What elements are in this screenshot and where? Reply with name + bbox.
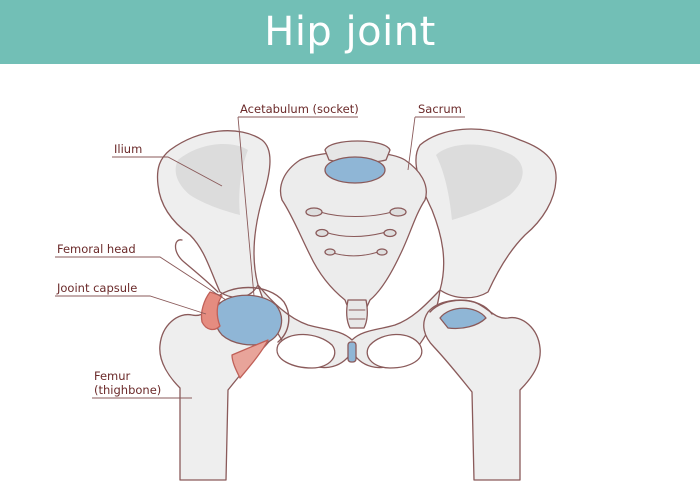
label-ilium: Ilium — [114, 142, 142, 156]
left-acetabulum-rim — [213, 286, 290, 343]
sacral-foramen-l1 — [305, 207, 323, 217]
leader-acetabulum-drop — [237, 116, 255, 297]
sacral-foramen-l2 — [315, 228, 329, 238]
left-joint-capsule — [200, 291, 223, 331]
left-ischium-edge — [174, 239, 219, 293]
sacral-foramen-r1 — [389, 207, 407, 217]
leader-femoral-head — [55, 256, 227, 301]
label-sacrum: Sacrum — [418, 102, 462, 116]
leader-ilium — [112, 156, 223, 187]
left-ilium-wing-inner — [175, 144, 248, 215]
right-femur-shape — [423, 299, 541, 481]
sacrum-shape — [279, 151, 427, 319]
right-acetabulum-rim — [429, 299, 493, 315]
coccyx-shape — [346, 299, 368, 329]
left-femoral-head-cartilage — [213, 294, 283, 346]
label-joint-capsule: Jooint capsule — [56, 281, 137, 295]
leader-sacrum-drop — [407, 116, 416, 171]
page-title: Hip joint — [264, 9, 436, 55]
sacral-foramen-r3 — [376, 248, 388, 256]
label-femur-sub: (thighbone) — [94, 383, 161, 397]
right-obturator-foramen — [366, 333, 423, 369]
right-ilium-wing-inner — [436, 144, 523, 220]
label-acetabulum: Acetabulum (socket) — [240, 102, 359, 116]
leader-joint-capsule — [55, 295, 207, 315]
title-banner: Hip joint — [0, 0, 700, 64]
sacral-foramen-l3 — [324, 248, 336, 256]
left-obturator-foramen — [276, 333, 336, 369]
sacrum-ridge-1 — [319, 211, 393, 217]
label-femur: Femur — [94, 369, 131, 383]
pubic-symphysis — [347, 341, 357, 363]
label-femoral-head: Femoral head — [57, 242, 136, 256]
intervertebral-disc — [324, 156, 386, 184]
sacral-foramen-r2 — [383, 228, 397, 238]
right-femoral-head-cartilage — [439, 307, 487, 330]
sacrum-ridge-2 — [324, 231, 387, 237]
left-capsule-lower — [231, 339, 269, 379]
